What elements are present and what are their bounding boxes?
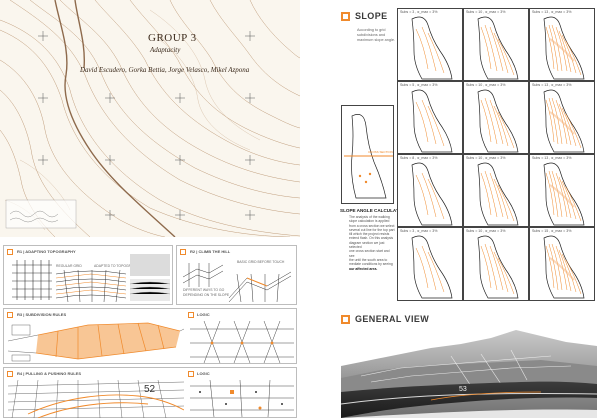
r4-logic-marker-icon <box>188 371 194 377</box>
contour-lines <box>0 0 300 237</box>
r3-title: R3 | SUBDIVISION RULES <box>17 312 67 317</box>
adapted-grid-diagram <box>56 270 126 302</box>
slope-cell-label: Subs = 3 , α_max = 3% <box>400 10 438 14</box>
author-list: David Escudero, Gorka Bettia, Jorge Vela… <box>80 66 250 74</box>
calc-line: from a cross section we select <box>349 223 395 228</box>
r3-plan-diagram <box>8 322 184 362</box>
r4-title: R4 | PULLING & PUSHING RULES <box>17 371 82 376</box>
r4-number: 52 <box>144 384 156 395</box>
r2-label-c: DEPENDING ON THE SLOPE <box>183 293 230 297</box>
calc-line: one cross section start and see <box>349 249 390 258</box>
slope-intro-1: According to grid <box>357 28 386 32</box>
slope-cell: Subs = 15 , α_max = 3% <box>529 227 595 301</box>
slope-cell-label: Subs = 10 , α_max = 3% <box>466 156 506 160</box>
slope-cell: Subs = 10 , α_max = 3% <box>463 227 529 301</box>
slope-cell-label: Subs = 3 , α_max = 3% <box>400 229 438 233</box>
r4-logic-label: LOGIC <box>197 371 210 376</box>
slope-cell: Subs = 13 , α_max = 3% <box>529 8 595 81</box>
rule-r3-panel: R3 | SUBDIVISION RULES LOGIC <box>3 308 297 364</box>
slope-cell-label: Subs = 10 , α_max = 3% <box>466 10 506 14</box>
rule-r2-panel: R2 | CLIMB THE HILL BASIC GRID BEFORE TO… <box>176 245 297 305</box>
slope-cell-label: Subs = 13 , α_max = 3% <box>532 156 572 160</box>
texture-sample <box>130 254 170 301</box>
slope-cell: Subs = 5 , α_max = 3% <box>397 81 463 154</box>
general-view-number: 53 <box>459 386 467 393</box>
slope-cell: Subs = 13 , α_max = 3% <box>529 81 595 154</box>
slope-cell: Subs = 3 , α_max = 3% <box>397 8 463 81</box>
general-view-render: 53 <box>341 326 597 418</box>
slope-grid: Subs = 3 , α_max = 3% Subs = 10 , α_max … <box>397 8 595 301</box>
r2-title: R2 | CLIMB THE HILL <box>190 249 231 254</box>
slope-cell: Subs = 10 , α_max = 3% <box>463 154 529 227</box>
r2-diagram-after <box>228 271 292 302</box>
r1-label-adapted: ADAPTED TO TOPOGRAPHY <box>94 264 141 268</box>
slope-cell-label: Subs = 15 , α_max = 3% <box>532 229 572 233</box>
slope-cell: Subs = 13 , α_max = 3% <box>529 154 595 227</box>
r3-logic-diagram <box>190 321 294 363</box>
r4-plan-diagram <box>8 380 184 418</box>
calc-line: till which the project resists <box>349 232 390 237</box>
calc-line: diagram section we just selected <box>349 240 385 250</box>
slope-cell: Subs = 3 , α_max = 3% <box>397 227 463 301</box>
r1-title: R1 | ADAPTING TOPOGRAPHY <box>17 249 76 254</box>
slope-cell: Subs = 10 , α_max = 3% <box>463 81 529 154</box>
calc-line: extend flash. On this analysis <box>349 236 394 241</box>
r3-marker-icon <box>7 312 13 318</box>
calc-line: mediate conditions by seeing <box>349 262 393 267</box>
r2-diagram-before <box>183 263 223 287</box>
slope-heading: SLOPE <box>355 11 388 21</box>
general-view-marker-icon <box>341 315 350 324</box>
slope-cell-label: Subs = 13 , α_max = 3% <box>532 83 572 87</box>
calc-line: the until the south area to <box>349 257 388 262</box>
general-view-heading: GENERAL VIEW <box>355 314 430 324</box>
calc-line: The analysis of the walking <box>349 215 390 219</box>
r4-logic-diagram <box>190 380 294 417</box>
slope-cell-label: Subs = 13 , α_max = 3% <box>532 10 572 14</box>
cross-section-box: CROSS SECTION <box>341 105 394 204</box>
slope-cell-label: Subs = 10 , α_max = 3% <box>466 229 506 233</box>
slope-intro-3: maximum slope angle. <box>357 38 395 42</box>
slope-calc-text: The analysis of the walking slope calcul… <box>349 215 395 271</box>
r4-marker-icon <box>7 371 13 377</box>
slope-calc-title: SLOPE ANGLE CALCULATION <box>340 208 407 213</box>
slope-cell-label: Subs = 5 , α_max = 3% <box>400 83 438 87</box>
r3-logic-label: LOGIC <box>197 312 210 317</box>
calc-emphasis: our affected area. <box>349 266 378 271</box>
calc-line: several cut line for the top part <box>349 227 395 232</box>
r3-logic-marker-icon <box>188 312 194 318</box>
rule-r1-panel: R1 | ADAPTING TOPOGRAPHY REGULAR GRID AD… <box>3 245 173 305</box>
slope-cell: Subs = 8 , α_max = 3% <box>397 154 463 227</box>
terrain-render <box>341 330 597 418</box>
slope-cell-label: Subs = 8 , α_max = 3% <box>400 156 438 160</box>
rule-r4-panel: R4 | PULLING & PUSHING RULES 52 LOGIC <box>3 367 297 418</box>
r1-label-regular: REGULAR GRID <box>56 264 82 268</box>
r1-marker-icon <box>7 249 13 255</box>
cross-section-outline <box>344 114 393 199</box>
slope-intro-2: subdivisions and <box>357 33 386 37</box>
cross-section-note: CROSS SECTION <box>368 150 393 154</box>
r2-label-a: BASIC GRID BEFORE TOUCH <box>237 260 285 264</box>
slope-cell: Subs = 10 , α_max = 3% <box>463 8 529 81</box>
page-subtitle: Adaptacity <box>150 46 181 54</box>
regular-grid-diagram <box>12 260 52 300</box>
topographic-map <box>0 0 300 237</box>
r2-marker-icon <box>180 249 186 255</box>
page-title: GROUP 3 <box>148 32 197 44</box>
r2-label-b: DIFFERENT WAYS TO GO <box>183 288 225 292</box>
slope-cell-label: Subs = 10 , α_max = 3% <box>466 83 506 87</box>
calc-line: slope calculation is applied <box>349 219 390 224</box>
slope-marker-icon <box>341 12 350 21</box>
